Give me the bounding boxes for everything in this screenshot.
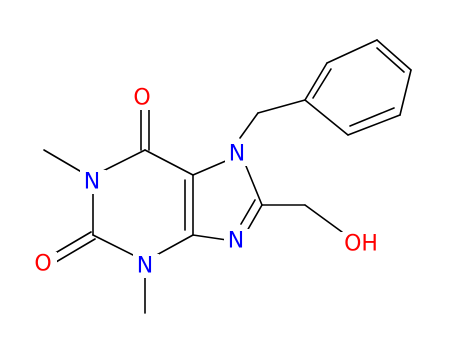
atom-o6: O: [133, 86, 150, 111]
atom-o2: O: [34, 252, 51, 277]
bond-ph-3b: [376, 47, 405, 73]
bond-ch2-phenyl: [257, 99, 306, 114]
bond-c2-o2-b: [55, 238, 96, 263]
atom-labels: O N O N N N OH: [31, 86, 382, 279]
bond-ph-1: [304, 62, 328, 101]
bond-n1-methyl: [43, 149, 86, 175]
bond-ph-1b: [312, 68, 332, 99]
bonds: [43, 39, 412, 314]
atom-n7: N: [229, 142, 245, 167]
bond-ph-2: [326, 39, 378, 64]
bond-c2-o2-a: [51, 231, 92, 256]
bond-c8-n9-b: [240, 199, 256, 225]
bond-c8-n9-a: [246, 204, 263, 232]
bond-c5-c6: [144, 149, 194, 176]
bond-n7-ch2: [239, 112, 259, 139]
atom-oh: OH: [344, 232, 378, 257]
bond-ph-5: [347, 114, 401, 136]
bond-c5-n7: [192, 159, 229, 176]
bond-ph-6: [304, 99, 349, 136]
atom-n9: N: [228, 229, 244, 254]
bond-n9-c4: [192, 234, 228, 241]
atom-n1: N: [84, 170, 100, 195]
bond-ph-3: [376, 39, 412, 71]
bond-n3-c4: [152, 234, 194, 258]
bond-ph-4: [399, 69, 412, 116]
bond-c6-n1: [100, 149, 146, 173]
bond-ch2-oh: [304, 204, 343, 233]
bond-n7-c8: [245, 165, 263, 206]
bond-c2-n3: [92, 234, 138, 258]
bond-ph-5b: [349, 107, 395, 127]
atom-n3: N: [137, 254, 153, 279]
